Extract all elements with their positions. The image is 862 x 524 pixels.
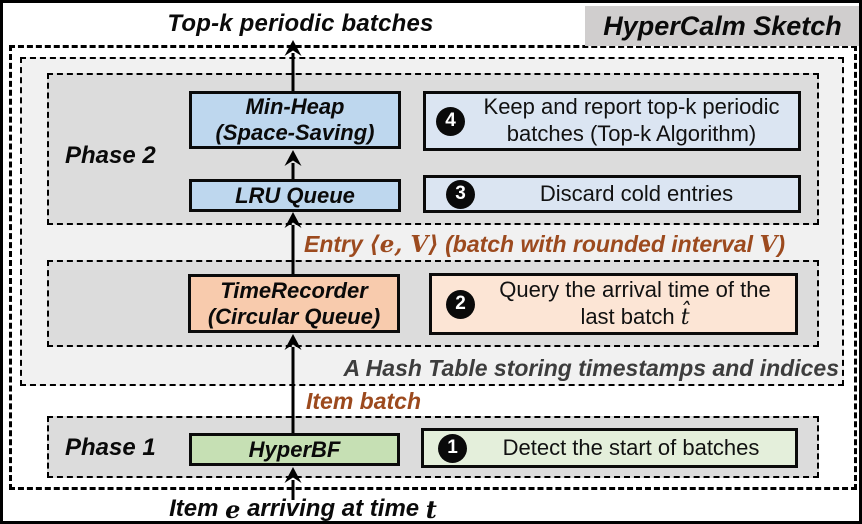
timerecorder-component: TimeRecorder (Circular Queue)	[188, 274, 400, 333]
entry-label-math-v: V	[759, 230, 778, 258]
bottom-label-e: e	[225, 494, 241, 524]
top-output-label: Top-k periodic batches	[167, 10, 434, 37]
step3-annotation: 3 Discard cold entries	[423, 175, 801, 213]
entry-label-math: ⟨e, V⟩	[369, 230, 439, 258]
lru-queue-component: LRU Queue	[189, 179, 401, 212]
step-4-badge: 4	[436, 106, 465, 136]
minheap-label-line1: Min-Heap	[245, 94, 345, 120]
phase2-label: Phase 2	[65, 142, 156, 169]
entry-label-close: )	[777, 230, 785, 257]
step4-annotation: 4 Keep and report top-k periodic batches…	[423, 91, 801, 151]
step2-text-line1: Query the arrival time of the	[499, 276, 771, 302]
bottom-label-p1: Item	[169, 495, 226, 522]
sketch-outer-boundary	[9, 45, 857, 490]
diagram-title-plate: HyperCalm Sketch	[585, 6, 859, 46]
entry-label-prefix: Entry	[304, 230, 370, 257]
timerecorder-label-line1: TimeRecorder	[220, 277, 368, 303]
step2-text-that: t̂	[680, 304, 690, 330]
item-batch-flow-label: Item batch	[306, 387, 422, 414]
phase1-label: Phase 1	[65, 434, 156, 461]
lru-queue-label: LRU Queue	[235, 182, 355, 208]
bottom-label-t: t	[425, 494, 437, 524]
minheap-label-line2: (Space-Saving)	[215, 120, 375, 145]
entry-flow-label: Entry ⟨e, V⟩ (batch with rounded interva…	[304, 230, 785, 258]
entry-label-mid: (batch with rounded interval	[438, 230, 760, 257]
step-2-badge: 2	[446, 289, 475, 319]
step2-text-line2: last batch	[580, 303, 681, 329]
hyperbf-label: HyperBF	[248, 436, 341, 462]
step1-text: Detect the start of batches	[502, 434, 760, 460]
minheap-component: Min-Heap (Space-Saving)	[189, 91, 401, 149]
hyperbf-component: HyperBF	[189, 433, 400, 466]
hash-table-label: A Hash Table storing timestamps and indi…	[343, 354, 839, 381]
step4-text: Keep and report top-k periodic batches (…	[483, 94, 780, 146]
step-1-badge: 1	[438, 433, 467, 463]
bottom-input-label: Item e arriving at time t	[143, 494, 463, 524]
bottom-label-p2: arriving at time	[240, 495, 426, 522]
timerecorder-label-line2: (Circular Queue)	[207, 303, 381, 329]
step-3-badge: 3	[446, 179, 475, 209]
step3-text: Discard cold entries	[539, 180, 734, 206]
step1-annotation: 1 Detect the start of batches	[421, 428, 798, 468]
